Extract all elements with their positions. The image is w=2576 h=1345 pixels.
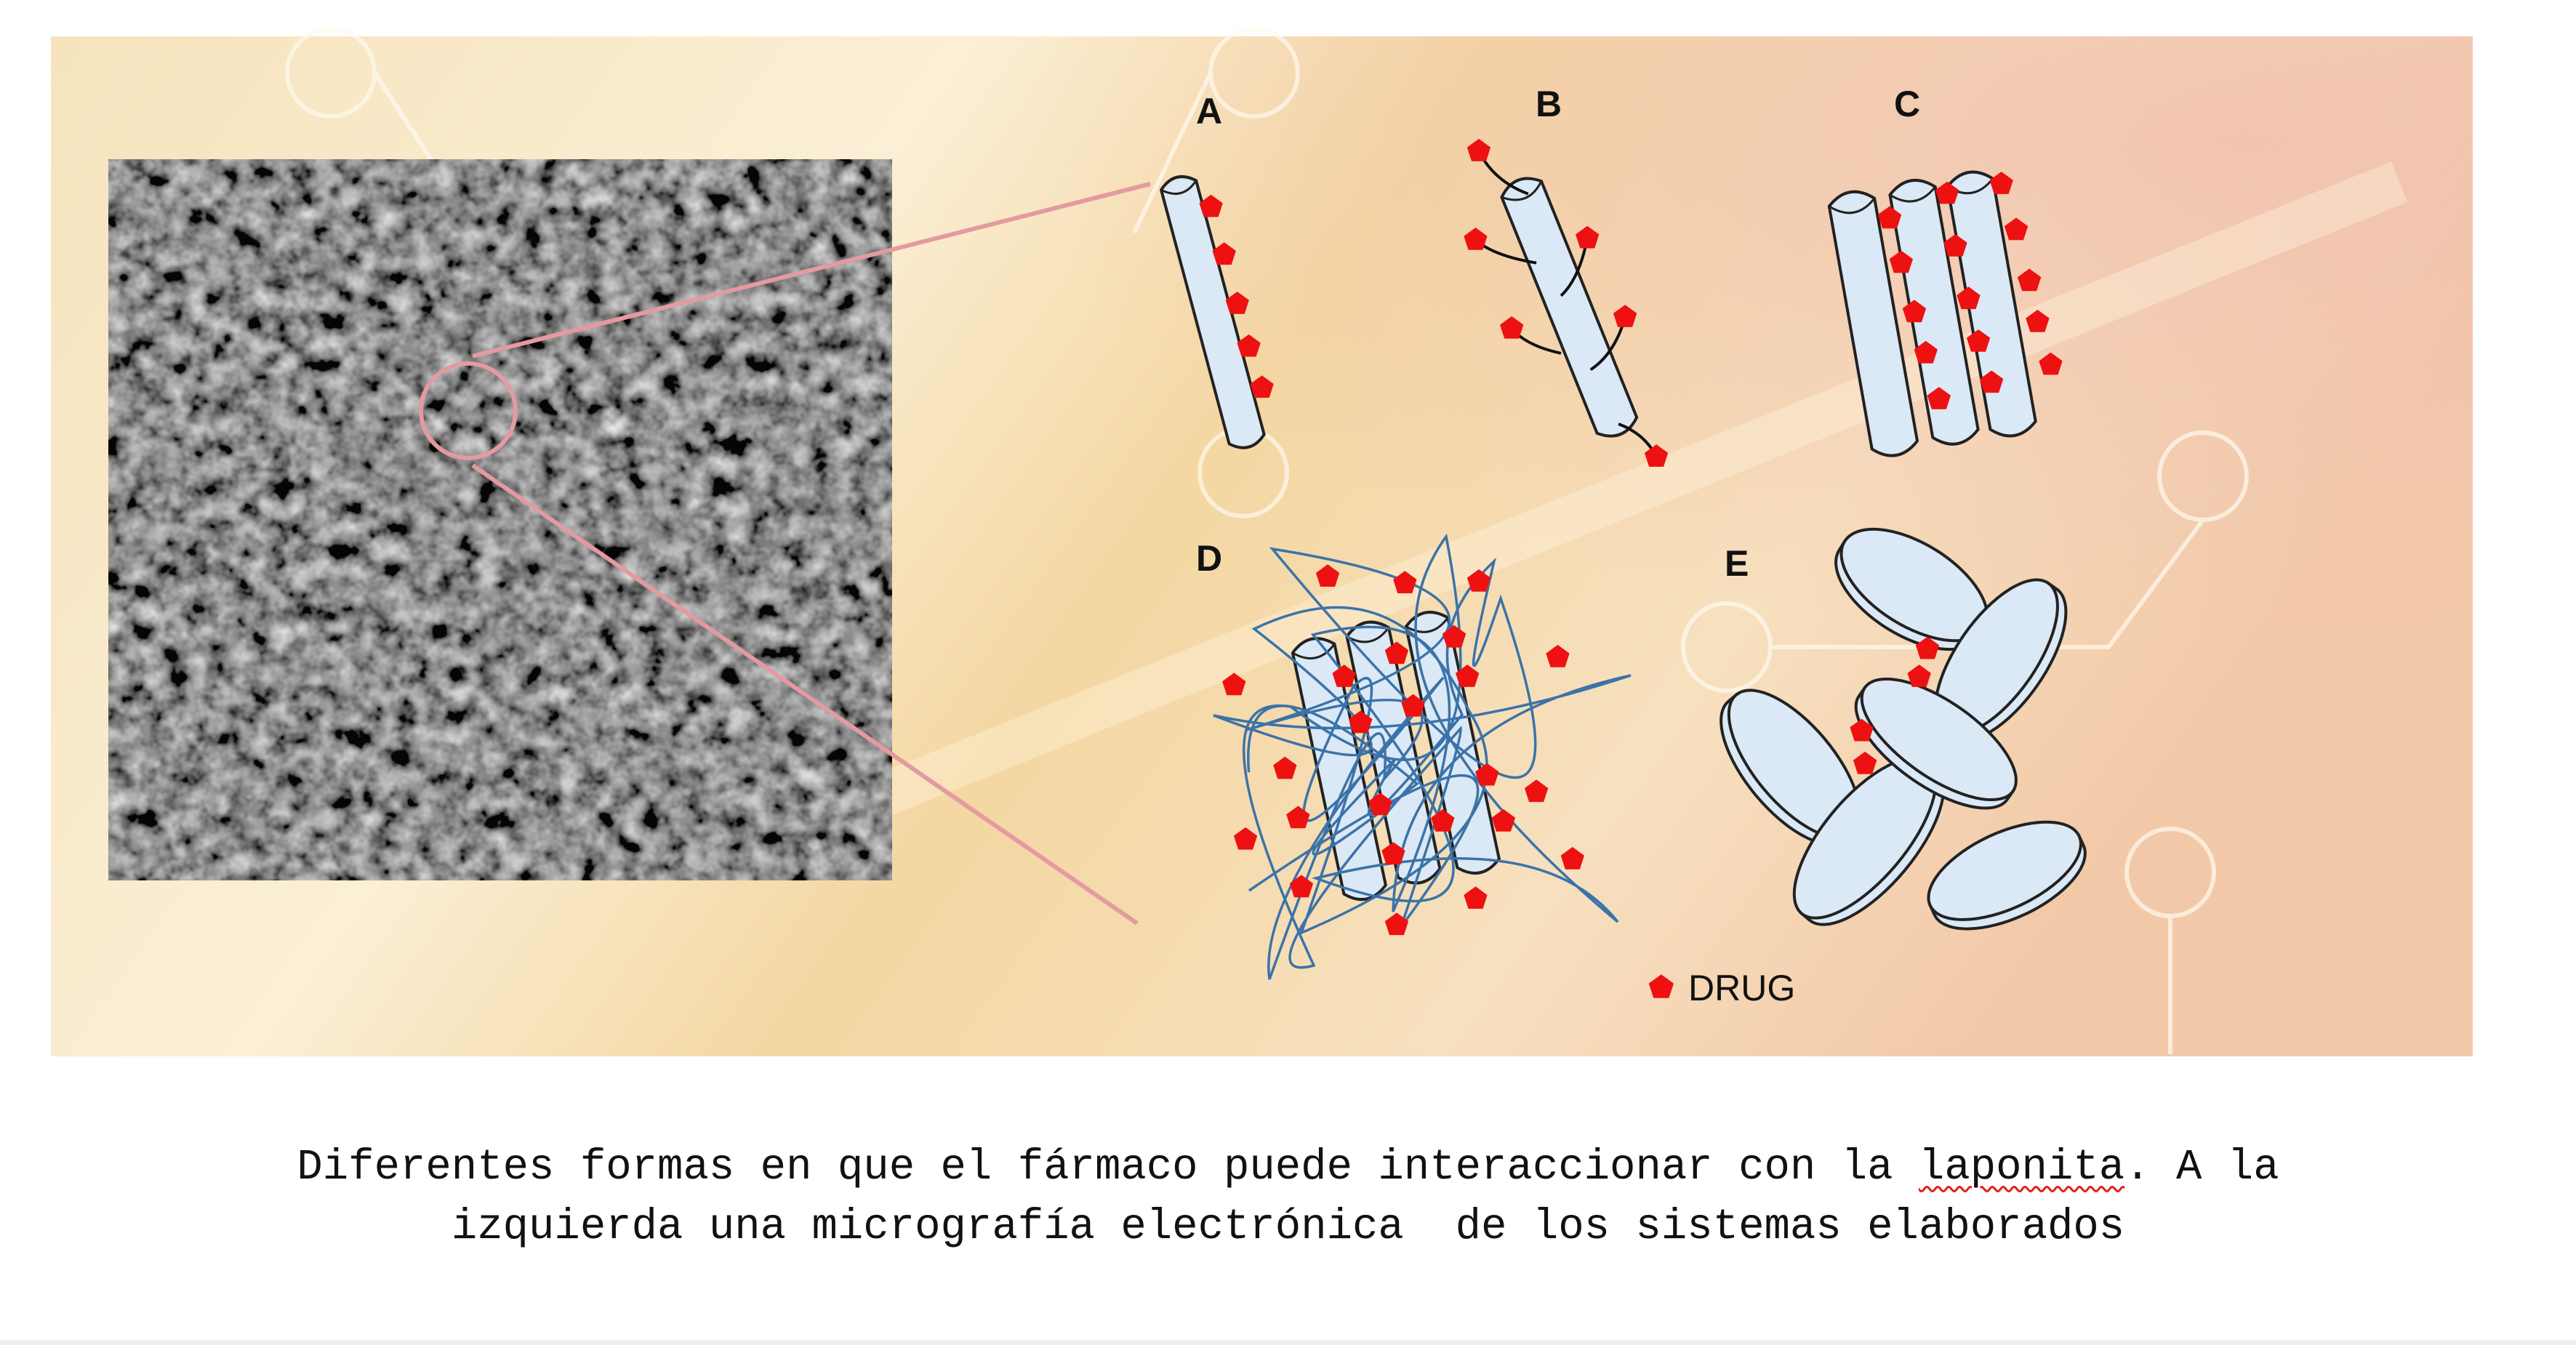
- caption-line2: izquierda una micrografía electrónica de…: [451, 1203, 2125, 1251]
- drug-marker: [1644, 444, 1669, 467]
- panel-label-d: D: [1196, 538, 1222, 579]
- drug-marker: [1456, 665, 1480, 687]
- disk-edge: [1889, 186, 1936, 203]
- drug-marker: [1464, 228, 1488, 250]
- drug-marker: [1381, 842, 1405, 864]
- drug-marker: [1222, 672, 1246, 696]
- laponite-disk: [1827, 190, 1919, 457]
- electron-micrograph: [108, 159, 892, 880]
- drug-marker: [1464, 886, 1488, 909]
- disk-edge: [1405, 617, 1449, 633]
- drug-marker: [1491, 809, 1516, 832]
- drug-marker: [1401, 694, 1425, 717]
- drug-marker: [1332, 665, 1356, 687]
- laponite-disk: [1888, 179, 1980, 446]
- drug-marker: [1466, 569, 1491, 592]
- drug-marker: [1212, 242, 1236, 265]
- laponite-disk: [1854, 677, 2018, 810]
- disk-body: [1946, 170, 2037, 438]
- drug-marker: [1442, 625, 1466, 648]
- disk-body: [1345, 620, 1442, 885]
- drug-marker: [1273, 756, 1297, 779]
- disk-edge: [1292, 643, 1336, 659]
- drug-marker: [1613, 305, 1637, 327]
- disk-face: [1927, 820, 2082, 921]
- drug-marker: [1966, 329, 1991, 352]
- laponite-disk: [1291, 637, 1388, 902]
- drug-marker: [2004, 217, 2029, 241]
- drug-marker: [1199, 194, 1223, 217]
- panel-label-b: B: [1536, 84, 1562, 124]
- drug-marker: [1289, 875, 1314, 898]
- drug-marker: [1560, 847, 1584, 870]
- laponite-disk: [1500, 177, 1639, 438]
- disk-body: [1291, 637, 1388, 902]
- drug-marker: [2017, 268, 2042, 292]
- caption-line1-end: . A la: [2124, 1143, 2279, 1192]
- drug-marker: [1989, 172, 2013, 194]
- disk-body: [1827, 190, 1919, 457]
- drug-marker: [1902, 300, 1927, 323]
- drug-marker: [1431, 809, 1455, 832]
- drug-marker: [1384, 912, 1409, 936]
- drug-marker: [1914, 340, 1938, 364]
- drug-marker: [1980, 370, 2004, 393]
- legend: DRUG: [1648, 968, 1795, 1008]
- drug-legend-icon: [1648, 974, 1674, 998]
- drug-marker: [1576, 225, 1600, 249]
- disk-body: [1888, 179, 1980, 446]
- drug-marker: [2026, 310, 2050, 332]
- drug-marker: [1315, 564, 1340, 587]
- drug-marker: [1927, 387, 1951, 409]
- page-divider: [0, 1340, 2576, 1345]
- drug-marker: [1915, 636, 1940, 659]
- laponite-disk: [1792, 756, 1946, 926]
- drug-marker: [1384, 641, 1409, 665]
- drug-marker: [1957, 286, 1981, 310]
- drug-marker: [1943, 234, 1967, 257]
- drug-marker: [1250, 375, 1274, 398]
- disk-body: [1500, 177, 1639, 438]
- drug-marker: [1524, 779, 1549, 803]
- disk-edge: [1501, 180, 1543, 201]
- disk-edge: [1346, 627, 1390, 643]
- figure-caption: Diferentes formas en que el fármaco pued…: [0, 1138, 2576, 1257]
- drug-marker: [2039, 352, 2063, 375]
- disk-edge: [1829, 197, 1876, 214]
- drug-marker: [1393, 571, 1417, 594]
- laponite-disk: [1159, 175, 1266, 449]
- disk-edge: [1160, 180, 1197, 195]
- panel-label-a: A: [1196, 91, 1222, 132]
- interaction-diagrams: [1159, 138, 2087, 980]
- drug-marker: [1877, 206, 1902, 229]
- drug-marker: [1935, 181, 1959, 204]
- panel-label-e: E: [1725, 543, 1749, 584]
- polymer-chain: [1213, 533, 1632, 980]
- drug-marker: [1500, 316, 1524, 339]
- laponite-disk: [1927, 820, 2087, 931]
- legend-label: DRUG: [1688, 968, 1795, 1008]
- drug-marker: [1286, 806, 1310, 829]
- drug-marker: [1853, 751, 1877, 774]
- drug-marker: [1475, 763, 1499, 786]
- caption-line1-start: Diferentes formas en que el fármaco pued…: [297, 1143, 1919, 1192]
- drug-marker: [1889, 250, 1913, 273]
- drug-marker: [1907, 665, 1931, 687]
- drug-marker: [1233, 827, 1258, 850]
- caption-flagged-word: laponita: [1918, 1143, 2125, 1192]
- drug-marker: [1466, 138, 1491, 161]
- drug-marker: [1850, 718, 1874, 742]
- zoom-callout: [419, 182, 1151, 926]
- drug-marker: [1546, 645, 1570, 667]
- drug-marker: [1237, 334, 1261, 357]
- disk-face: [1860, 677, 2018, 802]
- disk-body: [1159, 175, 1266, 449]
- drug-marker: [1349, 710, 1373, 734]
- drug-marker: [1225, 292, 1249, 314]
- laponite-disk: [1345, 620, 1442, 885]
- panel-label-c: C: [1894, 84, 1920, 124]
- drug-marker: [1368, 792, 1392, 816]
